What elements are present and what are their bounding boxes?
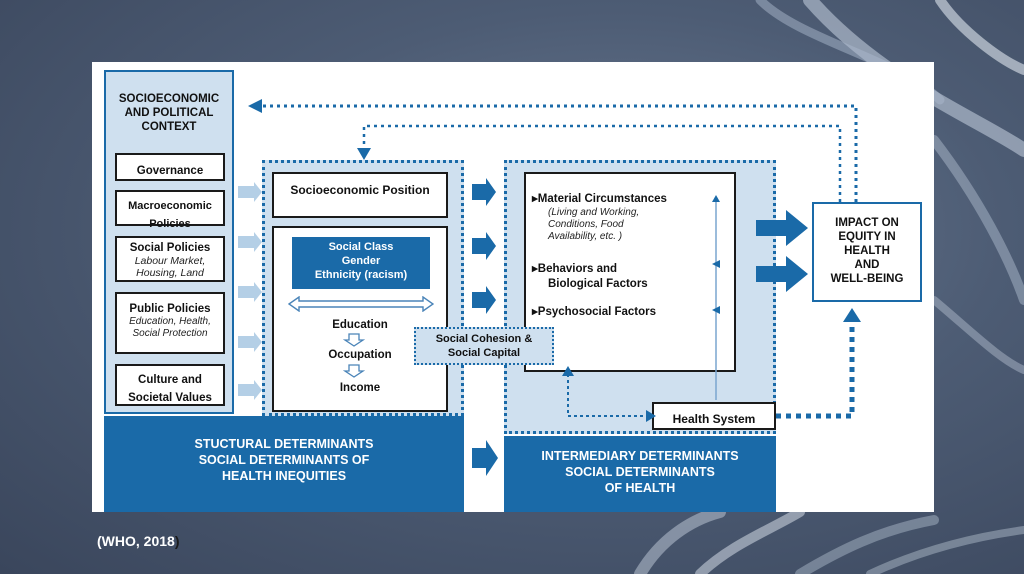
- intermediary-footer: INTERMEDIARY DETERMINANTS SOCIAL DETERMI…: [504, 436, 776, 512]
- social-cohesion-line: Social Capital: [447, 347, 521, 359]
- psychosocial-title: Psychosocial Factors: [537, 306, 657, 318]
- ladder-arrow-icon: [343, 364, 365, 378]
- arrowhead-cohesion-up: [562, 366, 574, 376]
- bullet-arrow-icon: ▸: [532, 306, 538, 318]
- context-item-title: Social Policies: [129, 242, 211, 254]
- structural-footer-line: SOCIAL DETERMINANTS OF: [198, 453, 370, 467]
- health-to-impact-connector: [776, 320, 855, 419]
- context-title: SOCIOECONOMIC AND POLITICAL CONTEXT: [106, 92, 232, 134]
- credit-text: (WHO, 2018: [97, 533, 175, 549]
- material-subtitle: (Living and Working, Conditions, Food Av…: [548, 207, 728, 243]
- behaviors-title-2: Biological Factors: [548, 278, 648, 290]
- arrowhead-impact-up: [843, 308, 861, 322]
- arrowhead-small-2: [712, 260, 720, 268]
- health-system-label: Health System: [672, 412, 756, 426]
- structural-to-intermediary-arrows: [472, 178, 498, 476]
- arrowhead-top-left: [248, 99, 262, 113]
- health-system-box: Health System: [652, 402, 776, 430]
- structural-footer-line: STUCTURAL DETERMINANTS: [194, 437, 374, 451]
- socioeconomic-position-title: Socioeconomic Position: [290, 183, 430, 197]
- impact-line: AND: [854, 259, 880, 271]
- context-item-macroeconomic: Macroeconomic Policies: [115, 190, 225, 230]
- intermediary-factors-box: [524, 172, 736, 372]
- cohesion-health-connector: [567, 374, 648, 417]
- context-item-title: Public Policies: [129, 303, 211, 315]
- arrowhead-health-right: [646, 410, 656, 422]
- feedback-arrow-top: [256, 104, 858, 202]
- bullet-arrow-icon: ▸: [532, 263, 538, 275]
- material-sub-line: Conditions, Food: [548, 219, 624, 230]
- ladder-arrow-icon: [343, 333, 365, 347]
- material-sub-line: (Living and Working,: [548, 207, 640, 218]
- social-class-box: Social Class Gender Ethnicity (racism): [292, 237, 430, 289]
- context-item-subtitle: Labour Market, Housing, Land: [134, 255, 206, 279]
- income-text: Income: [339, 382, 381, 394]
- context-item-title: Macroeconomic Policies: [128, 200, 212, 230]
- bullet-arrow-icon: ▸: [532, 193, 538, 205]
- intermediary-footer-line: SOCIAL DETERMINANTS: [565, 465, 715, 479]
- context-item-public-policies: Public Policies Education, Health, Socia…: [115, 292, 225, 354]
- double-headed-arrow: [288, 296, 434, 312]
- context-item-social-policies: Social Policies Labour Market, Housing, …: [115, 236, 225, 282]
- credit-paren: ): [174, 533, 180, 549]
- socioeconomic-position-box: Socioeconomic Position: [272, 172, 448, 218]
- social-class-line: Social Class: [328, 241, 394, 253]
- source-credit: (WHO, 2018): [97, 533, 179, 549]
- education-label: Education: [272, 318, 448, 332]
- occupation-label: Occupation: [272, 348, 448, 362]
- occupation-text: Occupation: [328, 349, 392, 361]
- material-title: Material Circumstances: [537, 193, 667, 205]
- impact-line: EQUITY IN: [838, 231, 896, 243]
- feedback-arrow-inner: [362, 124, 842, 202]
- intermediary-to-impact-arrows: [756, 210, 808, 292]
- context-item-culture: Culture and Societal Values: [115, 364, 225, 406]
- impact-line: HEALTH: [844, 245, 890, 257]
- material-sub-line: Availability, etc. ): [548, 231, 623, 242]
- gender-line: Gender: [341, 255, 381, 267]
- arrowhead-small-1: [712, 195, 720, 202]
- context-title-text: SOCIOECONOMIC AND POLITICAL CONTEXT: [118, 93, 220, 133]
- social-cohesion-line: Social Cohesion &: [435, 333, 533, 345]
- social-cohesion-box: Social Cohesion & Social Capital: [414, 327, 554, 365]
- structural-footer: STUCTURAL DETERMINANTS SOCIAL DETERMINAN…: [104, 416, 464, 512]
- impact-line: IMPACT ON: [835, 217, 899, 229]
- structural-footer-line: HEALTH INEQUITIES: [221, 469, 347, 483]
- context-to-structural-arrows: [238, 182, 262, 400]
- context-item-title: Culture and Societal Values: [128, 374, 212, 404]
- arrowhead-small-3: [712, 306, 720, 314]
- psychosocial-factors: ▸Psychosocial Factors: [532, 302, 732, 320]
- context-item-subtitle: Education, Health, Social Protection: [129, 316, 211, 339]
- material-circumstances: ▸Material Circumstances: [532, 189, 732, 207]
- context-item-title: Governance: [136, 165, 204, 177]
- behaviors-factors: ▸Behaviors and Biological Factors: [532, 259, 732, 291]
- arrowhead-inner-down: [357, 148, 371, 160]
- intermediary-footer-line: INTERMEDIARY DETERMINANTS: [541, 449, 739, 463]
- education-text: Education: [332, 319, 388, 331]
- impact-box: IMPACT ON EQUITY IN HEALTH AND WELL-BEIN…: [812, 202, 922, 302]
- impact-line: WELL-BEING: [830, 273, 904, 285]
- context-item-governance: Governance: [115, 153, 225, 181]
- income-label: Income: [272, 381, 448, 395]
- ethnicity-line: Ethnicity (racism): [314, 269, 408, 281]
- behaviors-title: Behaviors and: [537, 263, 618, 275]
- intermediary-footer-line: OF HEALTH: [604, 481, 676, 495]
